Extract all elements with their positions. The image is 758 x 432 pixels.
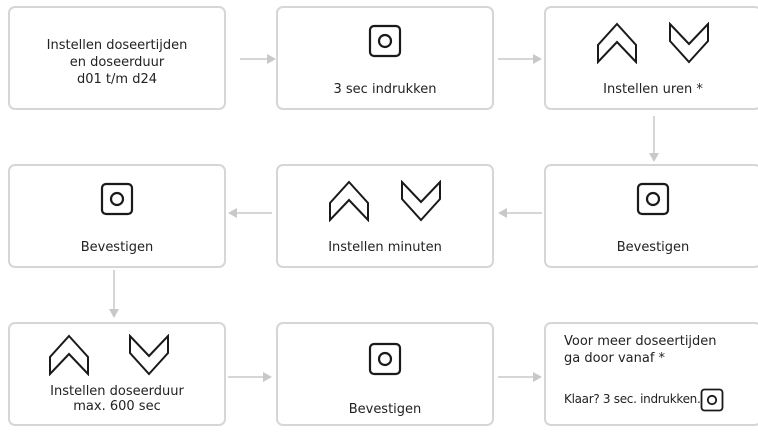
step-box-7: Instellen doseerduur max. 600 sec	[8, 322, 226, 426]
step1-line3: d01 t/m d24	[77, 72, 157, 87]
arrow-step8-to-step9	[498, 372, 542, 382]
down-arrow-icon	[400, 180, 442, 222]
up-arrow-icon	[596, 22, 638, 64]
step9-line2: ga door vanaf *	[564, 351, 666, 366]
step1-line1: Instellen doseertijden	[46, 38, 188, 53]
ok-button-icon	[636, 182, 670, 216]
step7-line2: max. 600 sec	[73, 399, 161, 414]
step-box-5: Instellen minuten	[276, 164, 494, 268]
arrow-step3-to-step4	[649, 116, 659, 162]
step2-label: 3 sec indrukken	[333, 82, 437, 97]
step3-label: Instellen uren *	[603, 82, 703, 97]
step5-label: Instellen minuten	[328, 240, 442, 255]
ok-button-icon	[100, 182, 134, 216]
step8-label: Bevestigen	[348, 402, 422, 417]
up-arrow-icon	[48, 334, 90, 376]
arrow-step5-to-step6	[228, 208, 272, 218]
arrow-step2-to-step3	[498, 54, 542, 64]
step6-label: Bevestigen	[80, 240, 154, 255]
step-box-1: Instellen doseertijden en doseerduur d01…	[8, 6, 226, 110]
down-arrow-icon	[128, 334, 170, 376]
step-box-6: Bevestigen	[8, 164, 226, 268]
step4-label: Bevestigen	[616, 240, 690, 255]
arrow-step1-to-step2	[240, 54, 276, 64]
ok-button-icon	[368, 24, 402, 58]
arrow-step4-to-step5	[498, 208, 542, 218]
step9-line3: Klaar? 3 sec. indrukken.	[564, 392, 701, 406]
step9-line1: Voor meer doseertijden	[564, 334, 717, 349]
ok-button-icon	[700, 388, 724, 412]
step1-line2: en doseerduur	[69, 55, 165, 70]
step-box-9: Voor meer doseertijden ga door vanaf * K…	[544, 322, 758, 426]
step-box-8: Bevestigen	[276, 322, 494, 426]
ok-button-icon	[368, 342, 402, 376]
up-arrow-icon	[328, 180, 370, 222]
down-arrow-icon	[668, 22, 710, 64]
arrow-step7-to-step8	[228, 372, 272, 382]
step-box-3: Instellen uren *	[544, 6, 758, 110]
step-box-4: Bevestigen	[544, 164, 758, 268]
arrow-step6-to-step7	[109, 270, 119, 318]
step7-line1: Instellen doseerduur	[50, 384, 184, 399]
step-box-2: 3 sec indrukken	[276, 6, 494, 110]
